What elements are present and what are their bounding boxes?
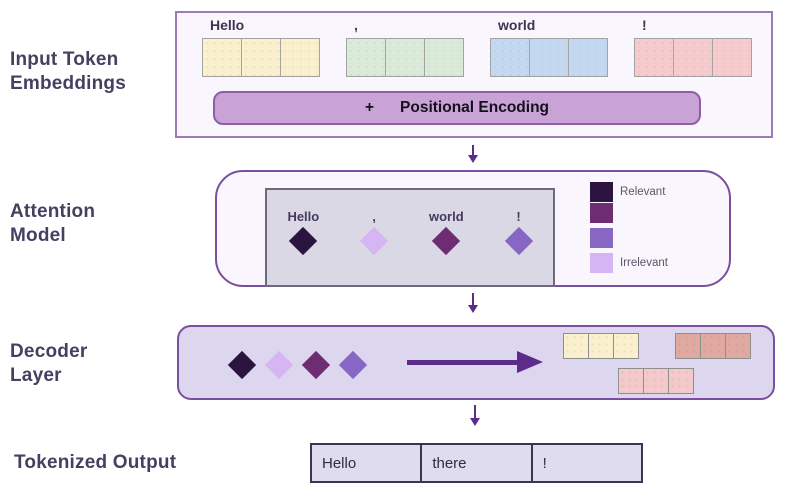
- embedding-cell: [725, 333, 751, 359]
- positional-encoding-bar: + Positional Encoding: [213, 91, 701, 125]
- legend-row: [590, 203, 668, 223]
- relevance-diamond-icon: [289, 226, 318, 256]
- legend-label: Relevant: [620, 186, 666, 198]
- input-token-label: world: [498, 17, 536, 33]
- embedding-cell: [241, 38, 281, 77]
- embedding-cell: [634, 38, 674, 77]
- decoder-box: [177, 325, 775, 400]
- embedding-cell: [643, 368, 669, 394]
- embedding-cell-row: [634, 38, 754, 77]
- input-token-group: ,: [346, 17, 466, 77]
- embedding-cell: [280, 38, 320, 77]
- decoder-section-label: Decoder Layer: [10, 340, 87, 388]
- diamond-wrap: [264, 350, 294, 380]
- diamond-wrap: [301, 350, 331, 380]
- positional-encoding-label: Positional Encoding: [400, 99, 550, 116]
- embedding-cell: [563, 333, 589, 359]
- embedding-cell: [202, 38, 242, 77]
- embedding-cell: [668, 368, 694, 394]
- arrow-down-icon: [468, 145, 478, 163]
- attention-item: ,: [359, 209, 389, 256]
- attention-section-label-line1: Attention: [10, 201, 96, 222]
- input-token-row: Hello, world!: [202, 17, 754, 77]
- attention-token-label: ,: [372, 209, 376, 224]
- plus-operator: +: [364, 99, 375, 116]
- embedding-cell: [424, 38, 464, 77]
- attention-token-label: !: [516, 209, 521, 224]
- decoder-diamond-row: [227, 350, 368, 380]
- input-token-group: !: [634, 17, 754, 77]
- decoder-section-label-line1: Decoder: [10, 341, 88, 362]
- embedding-cell: [675, 333, 701, 359]
- relevance-diamond-icon: [359, 226, 389, 256]
- attention-grid: Hello, world!: [265, 188, 555, 287]
- attention-item: world: [428, 209, 464, 256]
- embedding-cell: [700, 333, 726, 359]
- arrow-down-icon: [470, 405, 480, 426]
- input-section-label-line2: Embeddings: [10, 73, 127, 94]
- embedding-cell: [490, 38, 530, 77]
- diamond-wrap: [359, 226, 389, 256]
- output-token-cell: Hello: [312, 445, 423, 481]
- legend-swatch: [590, 182, 613, 202]
- input-section-label: Input Token Embeddings: [10, 48, 126, 96]
- embedding-cell-row: [202, 38, 322, 77]
- diamond-wrap: [227, 350, 257, 380]
- embedding-cell: [613, 333, 639, 359]
- relevance-diamond-icon: [264, 350, 294, 380]
- diamond-wrap: [289, 226, 318, 256]
- decoder-token-group: [563, 333, 639, 359]
- relevance-diamond-icon: [301, 350, 331, 380]
- attention-token-label: world: [428, 209, 464, 224]
- embedding-cell: [385, 38, 425, 77]
- embedding-cell: [588, 333, 614, 359]
- legend-row: Relevant: [590, 182, 668, 202]
- arrow-right-icon: [407, 351, 543, 373]
- attention-item: !: [504, 209, 533, 256]
- decoder-token-group: [618, 368, 694, 394]
- embedding-cell: [673, 38, 713, 77]
- embedding-cell: [529, 38, 569, 77]
- relevance-diamond-icon: [338, 350, 368, 380]
- output-token-cell: !: [542, 454, 547, 472]
- attention-token-label: Hello: [287, 209, 320, 224]
- legend-row: Irrelevant: [590, 253, 668, 273]
- embedding-cell: [346, 38, 386, 77]
- decoder-token-group: [675, 333, 751, 359]
- relevance-diamond-icon: [504, 226, 533, 256]
- diamond-wrap: [338, 350, 368, 380]
- input-token-group: Hello: [202, 17, 322, 77]
- attention-item: Hello: [287, 209, 320, 256]
- attention-section-label-line2: Model: [10, 225, 66, 246]
- legend-swatch: [590, 228, 613, 248]
- relevance-diamond-icon: [432, 226, 461, 256]
- decoder-section-label-line2: Layer: [10, 365, 62, 386]
- input-token-label: Hello: [210, 17, 245, 33]
- input-token-label: !: [642, 17, 647, 33]
- input-token-label: ,: [354, 17, 358, 33]
- legend-row: [590, 228, 668, 248]
- embedding-cell: [712, 38, 752, 77]
- diamond-wrap: [504, 226, 533, 256]
- diamond-wrap: [432, 226, 461, 256]
- input-section-label-line1: Input Token: [10, 49, 119, 70]
- legend-label: Irrelevant: [620, 257, 668, 269]
- input-token-group: world: [490, 17, 610, 77]
- output-token-cell: there: [422, 445, 533, 481]
- arrow-down-icon: [468, 293, 478, 313]
- legend-swatch: [590, 253, 613, 273]
- embedding-cell-row: [490, 38, 610, 77]
- relevance-diamond-icon: [227, 350, 257, 380]
- embedding-cell-row: [346, 38, 466, 77]
- legend-swatch: [590, 203, 613, 223]
- output-section-label: Tokenized Output: [14, 452, 177, 473]
- embedding-cell: [618, 368, 644, 394]
- embedding-cell: [568, 38, 608, 77]
- attention-section-label: Attention Model: [10, 200, 95, 248]
- input-embeddings-box: Hello, world! + Positional Encoding: [175, 11, 773, 138]
